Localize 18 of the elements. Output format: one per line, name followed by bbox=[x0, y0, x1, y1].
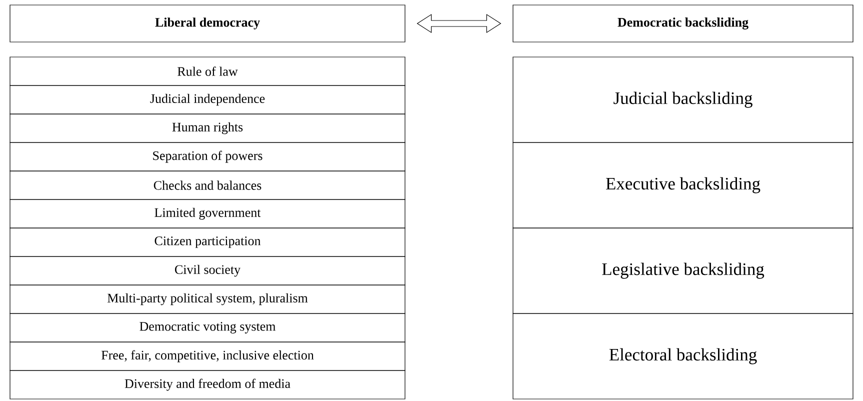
header-box: Democratic backsliding bbox=[512, 4, 854, 42]
list-row: Civil society bbox=[10, 256, 406, 286]
list-row: Democratic voting system bbox=[10, 313, 406, 342]
list-row: Human rights bbox=[10, 114, 406, 143]
list-row: Limited government bbox=[10, 199, 406, 228]
list-row: Multi-party political system, pluralism bbox=[10, 284, 406, 314]
list-row: Judicial independence bbox=[10, 85, 406, 114]
list-row: Diversity and freedom of media bbox=[10, 370, 406, 400]
header-box: Liberal democracy bbox=[10, 4, 406, 42]
category-box: Legislative backsliding bbox=[512, 228, 854, 314]
list-row: Checks and balances bbox=[10, 170, 406, 200]
list-row: Free, fair, competitive, inclusive election bbox=[10, 342, 406, 371]
list-row: Separation of powers bbox=[10, 142, 406, 172]
list-row: Citizen participation bbox=[10, 228, 406, 257]
category-box: Judicial backsliding bbox=[512, 56, 854, 143]
category-box: Executive backsliding bbox=[512, 142, 854, 228]
list-row: Rule of law bbox=[10, 56, 406, 86]
category-box: Electoral backsliding bbox=[512, 313, 854, 400]
